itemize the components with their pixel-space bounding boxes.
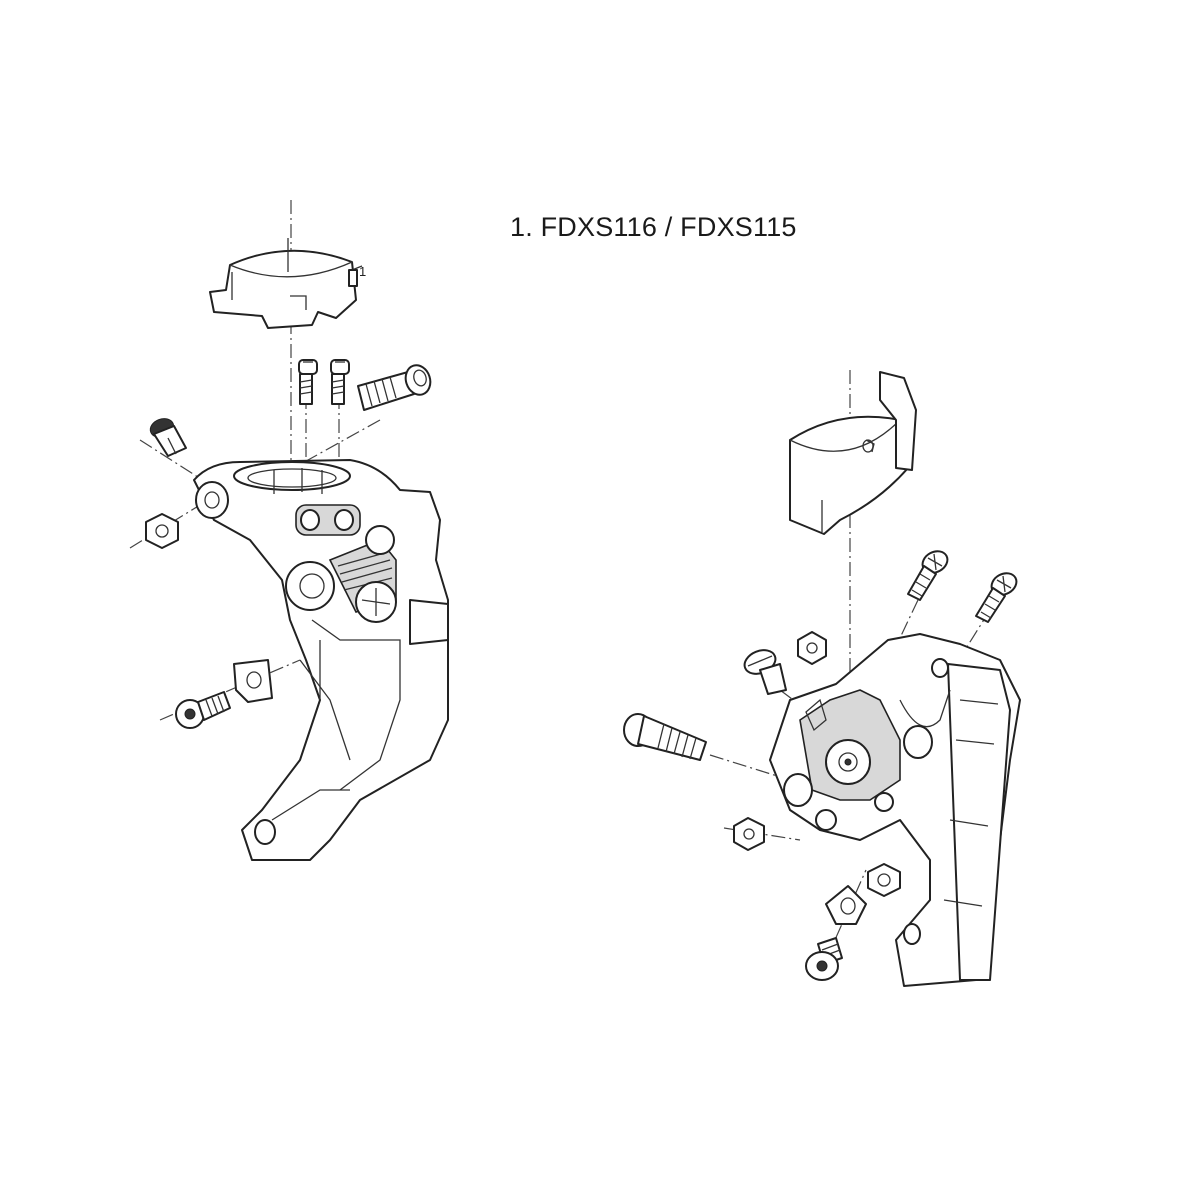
- right-cap-screw: [805, 937, 843, 981]
- left-mount-plate: [233, 659, 273, 703]
- right-hex-nut-lower: [867, 863, 901, 897]
- diagram-title: 1. FDXS116 / FDXS115: [510, 212, 797, 242]
- callout-label-clamp: 1: [359, 264, 367, 279]
- left-assembly: [129, 200, 449, 861]
- right-knurled-screw: [743, 649, 787, 695]
- left-knurled-screw: [149, 418, 187, 457]
- left-clamp-band: [209, 238, 358, 329]
- left-nut-axis: [129, 504, 201, 549]
- right-hex-nut-small: [797, 631, 827, 665]
- left-long-bolt: [357, 364, 432, 411]
- right-derailleur-body: [769, 633, 1021, 987]
- right-bolt-axis: [709, 754, 791, 781]
- right-clamp-band: [789, 371, 917, 535]
- right-mount-plate: [825, 885, 867, 925]
- left-pan-screw-1: [298, 359, 318, 405]
- left-derailleur-body: [193, 459, 449, 861]
- right-assembly: [623, 370, 1021, 987]
- right-pan-screw-2: [975, 572, 1018, 623]
- right-hex-nut-left: [733, 817, 765, 851]
- left-hex-nut: [145, 513, 179, 549]
- right-pan-screw-1: [907, 550, 949, 601]
- right-long-bolt: [623, 713, 707, 761]
- left-cap-screw: [175, 691, 231, 729]
- left-pan-screw-2: [330, 359, 350, 405]
